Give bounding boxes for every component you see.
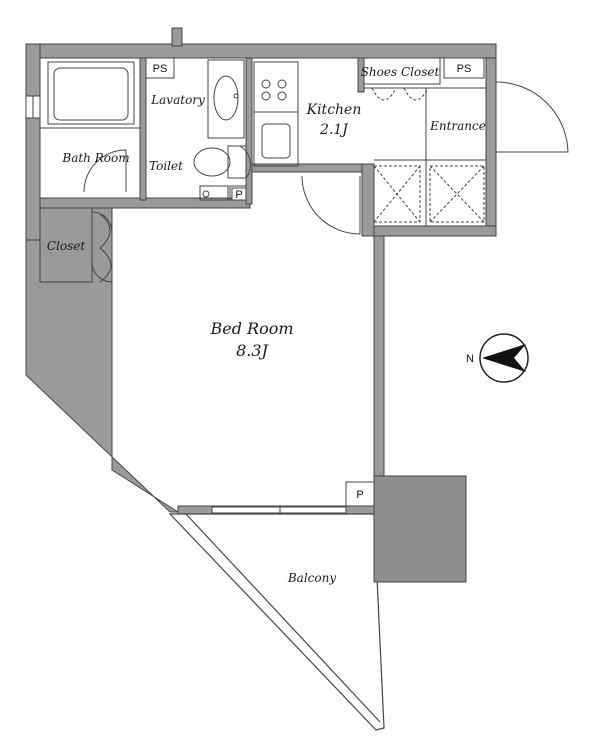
p-balcony-label: P	[356, 489, 363, 501]
label-kitchen-size: 2.1J	[319, 122, 349, 138]
p-small-label: P	[235, 189, 242, 201]
label-shoes-closet: Shoes Closet	[361, 65, 440, 79]
label-toilet: Toilet	[149, 159, 183, 173]
north-arrow-icon: N	[466, 333, 529, 383]
entrance-door	[495, 81, 569, 153]
balcony-window	[211, 506, 347, 514]
ps-right-label: PS	[457, 63, 472, 75]
side-window	[25, 95, 41, 119]
ps-left-label: PS	[153, 63, 168, 75]
toilet-fixture	[193, 145, 251, 201]
ps-right-box: PS	[443, 57, 485, 79]
bathtub	[40, 61, 140, 193]
ps-left-box: PS	[145, 57, 175, 79]
label-closet: Closet	[47, 239, 86, 253]
label-bed-room: Bed Room	[209, 319, 293, 338]
p-small-box: P	[231, 187, 247, 201]
label-balcony: Balcony	[287, 571, 336, 585]
entrance-floor-storage	[373, 165, 485, 223]
label-entrance: Entrance	[429, 119, 486, 133]
label-bed-room-size: 8.3J	[236, 341, 269, 360]
label-bath-room: Bath Room	[61, 151, 129, 165]
label-kitchen: Kitchen	[306, 102, 362, 118]
lavatory-sink	[207, 59, 245, 139]
label-lavatory: Lavatory	[150, 93, 205, 107]
kitchen-counter	[253, 61, 299, 167]
balcony-pillar	[373, 475, 467, 583]
compass-north-label: N	[466, 353, 474, 365]
balcony-outline	[168, 513, 385, 731]
closet-area	[39, 207, 113, 283]
kitchen-door	[301, 175, 361, 235]
p-balcony-box: P	[345, 481, 375, 507]
